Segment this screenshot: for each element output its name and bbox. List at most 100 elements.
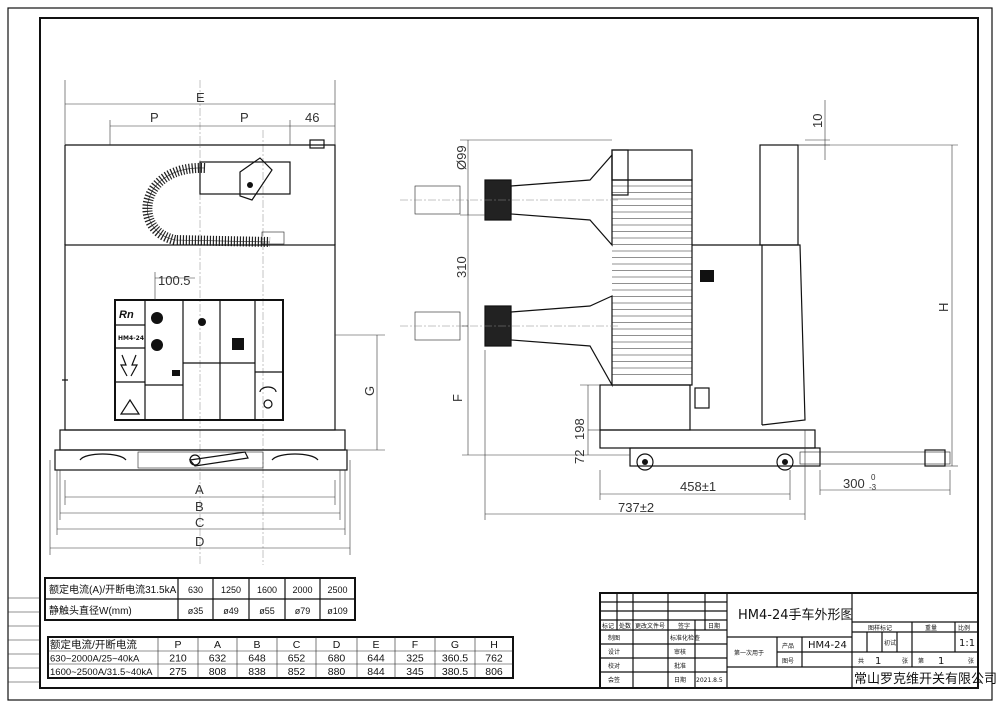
company-name: 常山罗克维开关有限公司 xyxy=(854,672,997,687)
dimension-table-cell: 632 xyxy=(209,653,227,665)
label-countersign: 会签 xyxy=(608,676,620,684)
rev-header-date: 日期 xyxy=(708,622,720,630)
rev-header-count: 处数 xyxy=(619,622,631,630)
voltage-warning-icon xyxy=(119,354,139,377)
side-view: Ø99 310 F 198 72 458±1 737±2 300 0 -3 10… xyxy=(400,100,958,520)
dimension-table-cell: 652 xyxy=(288,653,306,665)
rev-header-mark: 标记 xyxy=(602,622,614,630)
dimension-table-header: C xyxy=(293,639,301,651)
label-review: 审核 xyxy=(674,648,686,656)
label-product: 产品 xyxy=(782,642,794,650)
front-view: Rn HM4-24 E xyxy=(49,80,385,565)
dimension-table-header: D xyxy=(333,639,341,651)
label-sheet-unit: 张 xyxy=(968,657,974,665)
dim-B: B xyxy=(195,499,204,514)
label-weight: 重量 xyxy=(925,624,937,632)
dim-300-tol-lower: -3 xyxy=(869,483,877,492)
dimension-table-cell: 680 xyxy=(328,653,346,665)
contact-table-cell: ø79 xyxy=(295,606,311,616)
contact-table-cell: 2500 xyxy=(327,585,347,595)
dim-310: 310 xyxy=(454,256,469,278)
dimension-table-header: 额定电流/开断电流 xyxy=(50,638,137,651)
contact-table-cell: 1600 xyxy=(257,585,277,595)
dimension-table-cell: 762 xyxy=(485,653,503,665)
dimension-table-cell: 648 xyxy=(248,653,266,665)
label-check: 校对 xyxy=(608,662,620,670)
dimension-table-header: B xyxy=(253,639,260,651)
total-sheets: 1 xyxy=(875,656,881,667)
outer-frame xyxy=(7,7,993,701)
product-value: HM4-24 xyxy=(808,640,847,651)
dimension-table-cell: 808 xyxy=(209,666,227,678)
label-date: 日期 xyxy=(674,676,686,684)
dim-D: D xyxy=(195,534,204,549)
dimension-table-header: P xyxy=(174,639,181,651)
rev-header-docno: 更改文件号 xyxy=(635,622,665,630)
contact-table-cell: ø55 xyxy=(259,606,275,616)
dim-737: 737±2 xyxy=(618,500,654,515)
insulating-pole-fins xyxy=(612,185,692,375)
label-drawing-no: 图号 xyxy=(782,658,794,665)
dim-A: A xyxy=(195,482,204,497)
dim-72: 72 xyxy=(572,450,587,464)
label-sheet: 第 xyxy=(918,657,924,665)
control-panel xyxy=(114,299,284,421)
contact-table-cell: ø49 xyxy=(223,606,239,616)
label-total-unit: 张 xyxy=(902,657,908,665)
dim-diameter-99: Ø99 xyxy=(454,145,469,170)
dimension-table-cell: 380.5 xyxy=(442,666,468,678)
dimension-table-header: G xyxy=(451,639,459,651)
dimension-table-cell: 852 xyxy=(288,666,306,678)
title-block: 标记 处数 更改文件号 签字 日期 制图 标准化检查 设计 审核 校对 批准 会… xyxy=(599,592,997,689)
contact-table-cell: 静触头直径W(mm) xyxy=(49,604,132,617)
dimension-table-header: E xyxy=(372,639,379,651)
label-drawing-mark: 图样标记 xyxy=(868,624,892,632)
drawing-mark-value: 初试 xyxy=(884,639,896,647)
dimension-table-header: H xyxy=(490,639,498,651)
dim-300-tol-upper: 0 xyxy=(871,473,876,482)
racking-handle xyxy=(188,451,249,467)
contact-table-cell: 额定电流(A)/开断电流31.5kA xyxy=(49,583,177,596)
dim-10: 10 xyxy=(810,114,825,128)
dim-P-left: P xyxy=(150,110,159,125)
contact-table-cell: ø35 xyxy=(188,606,204,616)
dimension-table-cell: 275 xyxy=(169,666,187,678)
brand-logo: Rn xyxy=(119,309,134,321)
dim-G: G xyxy=(362,386,377,396)
dimension-table-cell: 880 xyxy=(328,666,346,678)
contact-table-cell: ø109 xyxy=(327,606,348,616)
label-scale: 比例 xyxy=(958,624,970,632)
contact-table-cell: 1250 xyxy=(221,585,241,595)
dim-P-right: P xyxy=(240,110,249,125)
dimension-table-cell: 360.5 xyxy=(442,653,468,665)
label-design: 设计 xyxy=(608,648,620,656)
dim-H: H xyxy=(936,303,951,312)
label-first-use: 第一次用于 xyxy=(734,649,764,657)
margin-strip xyxy=(8,597,40,683)
label-approve: 批准 xyxy=(674,662,686,670)
dim-46: 46 xyxy=(305,110,319,125)
dim-198: 198 xyxy=(572,418,587,440)
drawing-title: HM4-24手车外形图 xyxy=(738,607,854,623)
dimension-table-cell: 1600~2500A/31.5~40kA xyxy=(50,667,153,678)
label-total: 共 xyxy=(858,657,864,665)
dimension-table-cell: 806 xyxy=(485,666,503,678)
dimension-table-cell: 838 xyxy=(248,666,266,678)
dim-458: 458±1 xyxy=(680,479,716,494)
dim-100-5: 100.5 xyxy=(158,273,191,288)
dim-C: C xyxy=(195,515,204,530)
dimension-table-header: F xyxy=(412,639,418,651)
close-button xyxy=(151,339,163,351)
date-value: 2021.8.5 xyxy=(696,677,723,684)
dimension-table-cell: 630~2000A/25~40kA xyxy=(50,654,140,665)
dim-F: F xyxy=(450,394,465,402)
dimension-table-cell: 325 xyxy=(406,653,424,665)
dimension-table-header: A xyxy=(214,639,221,651)
panel-model-label: HM4-24 xyxy=(118,335,144,342)
dimension-table-cell: 844 xyxy=(367,666,385,678)
charging-port-icon xyxy=(263,399,273,409)
rev-header-sign: 签字 xyxy=(678,622,690,630)
